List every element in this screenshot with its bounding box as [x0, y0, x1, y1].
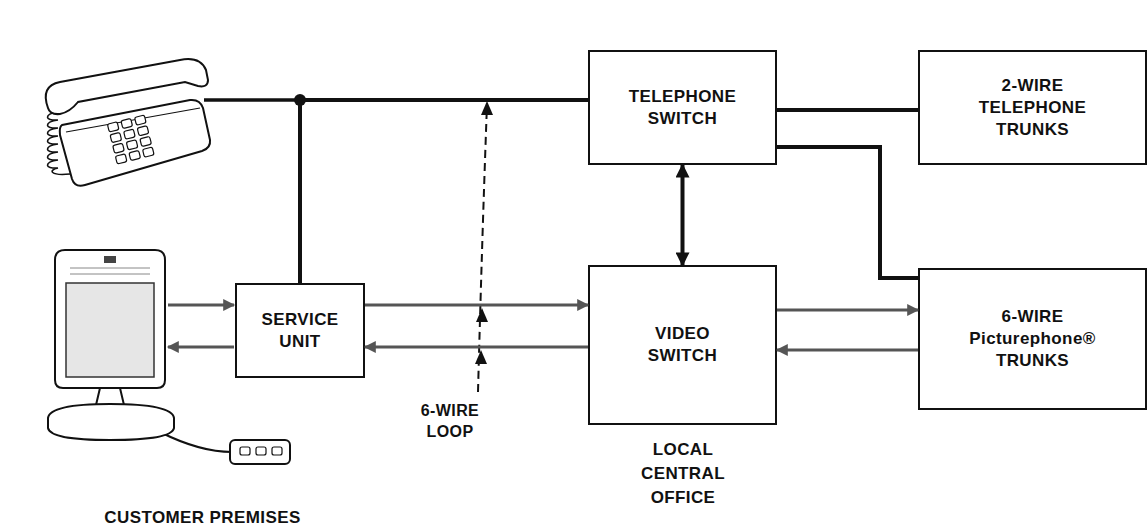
- key: [126, 140, 138, 150]
- equipment-box: TELEPHONE SWITCH: [588, 50, 777, 165]
- area-caption: LOCAL CENTRAL OFFICE: [628, 438, 738, 510]
- signal-arrow: [365, 346, 588, 349]
- display-screen: [66, 283, 154, 377]
- dashed-bracket: [478, 104, 487, 392]
- box-label: TELEPHONE SWITCH: [618, 86, 748, 130]
- control-button: [240, 447, 250, 455]
- equipment-box: 2-WIRE TELEPHONE TRUNKS: [918, 50, 1147, 165]
- box-label: 2-WIRE TELEPHONE TRUNKS: [968, 75, 1098, 141]
- loop-arrow: [476, 308, 488, 322]
- key: [140, 136, 152, 146]
- key: [143, 147, 155, 157]
- control-button: [272, 447, 282, 455]
- control-button: [256, 447, 266, 455]
- box-label: 6-WIRE Picturephone® TRUNKS: [953, 306, 1113, 372]
- telephone-wire: [204, 98, 300, 102]
- display-housing: [55, 250, 165, 388]
- signal-arrow: [365, 304, 588, 307]
- key: [135, 115, 147, 125]
- area-caption: CUSTOMER PREMISES: [53, 506, 353, 530]
- key: [124, 129, 136, 139]
- key: [107, 122, 119, 132]
- connector-group: [300, 100, 918, 350]
- wire-connector: [300, 100, 588, 283]
- display-base: [48, 404, 174, 440]
- signal-arrow: [777, 349, 918, 352]
- control-unit: [230, 440, 290, 464]
- equipment-box: SERVICE UNIT: [235, 283, 365, 378]
- camera-window: [104, 256, 116, 263]
- key: [137, 126, 149, 136]
- telephone-body: [60, 100, 210, 186]
- loop-label: 6-WIRE LOOP: [410, 400, 490, 442]
- key: [113, 143, 125, 153]
- wire-connector: [681, 165, 685, 265]
- key: [129, 150, 141, 160]
- keypad: [107, 115, 154, 164]
- signal-arrow: [168, 346, 234, 349]
- key: [110, 132, 122, 142]
- telephone-set: [46, 59, 210, 186]
- box-label: SERVICE UNIT: [253, 309, 348, 353]
- loop-arrow: [481, 101, 493, 115]
- wire-connector: [777, 108, 918, 112]
- equipment-box: VIDEO SWITCH: [588, 265, 777, 425]
- loop-arrow: [475, 350, 487, 364]
- display-detail: [70, 268, 150, 274]
- key: [115, 154, 127, 164]
- body-edge: [66, 108, 200, 132]
- equipment-box: 6-WIRE Picturephone® TRUNKS: [918, 268, 1147, 410]
- control-cord: [160, 432, 232, 452]
- signal-arrow: [777, 309, 918, 312]
- display-neck: [96, 388, 124, 405]
- key: [121, 118, 133, 128]
- signal-arrow: [168, 304, 234, 307]
- picturephone-set: [48, 250, 290, 464]
- wire-connector: [777, 147, 918, 278]
- handset: [46, 59, 208, 114]
- box-label: VIDEO SWITCH: [628, 323, 738, 367]
